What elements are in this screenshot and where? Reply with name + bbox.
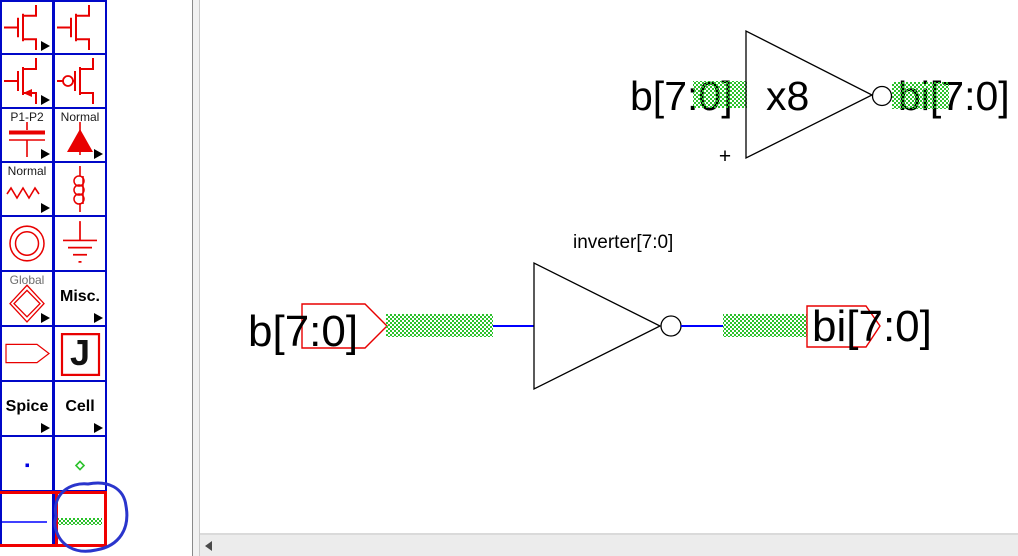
cell-instance-icon: [60, 333, 101, 377]
palette-item-resistor[interactable]: Normal: [2, 163, 52, 215]
diode-icon: [67, 122, 93, 155]
wire-arc-icon: [2, 521, 47, 523]
palette-item-nmos-transistor[interactable]: [2, 2, 52, 53]
palette-item-cell-j[interactable]: J: [55, 327, 105, 380]
nmos-transistor-icon: [4, 4, 37, 51]
inverter-triangle[interactable]: [533, 261, 662, 391]
window-splitter-line: [192, 0, 193, 556]
palette-item-pmos-transistor[interactable]: [55, 55, 105, 107]
input-export-label[interactable]: b[7:0]: [248, 307, 358, 356]
popup-arrow-icon: [94, 313, 103, 323]
pin-dot-icon: [25, 463, 29, 468]
global-icon: [9, 284, 45, 323]
palette-item-wire-arc[interactable]: [2, 492, 52, 544]
palette-item-capacitor[interactable]: P1-P2: [2, 109, 52, 161]
palette-item-green-pin[interactable]: [55, 437, 105, 490]
palette-item-cell[interactable]: Cell: [55, 382, 105, 435]
popup-arrow-icon: [41, 41, 50, 51]
bus-highlight-left[interactable]: [693, 81, 747, 108]
palette-item-label: Spice: [5, 397, 49, 415]
palette-item-ground[interactable]: [55, 217, 105, 270]
capacitor-icon: [9, 122, 45, 157]
output-bus-highlight[interactable]: [723, 314, 807, 337]
nmos-transistor-icon: [57, 4, 90, 51]
popup-arrow-icon: [41, 423, 50, 433]
popup-arrow-icon: [41, 95, 50, 105]
palette-item-misc[interactable]: Misc.: [55, 272, 105, 325]
resistor-icon: [6, 186, 40, 200]
schematic-canvas[interactable]: b[7:0] bi[7:0] x8 + inverter[7:0] b[7:0]…: [200, 0, 1018, 533]
palette-item-label: Cell: [65, 397, 95, 415]
bus-highlight-right[interactable]: [892, 82, 949, 109]
palette-item-label: Normal: [60, 110, 100, 124]
selected-bus-arc-box: [55, 491, 107, 547]
palette-item-label: J: [69, 331, 91, 373]
instance-title: inverter[7:0]: [573, 232, 673, 253]
popup-arrow-icon: [41, 313, 50, 323]
inverter-schematic[interactable]: inverter[7:0] b[7:0] bi[7:0]: [248, 232, 932, 391]
palette-item-label: Global: [9, 273, 45, 287]
inverter-icon-instance[interactable]: b[7:0] bi[7:0] x8 +: [630, 29, 1010, 168]
palette-item-transistor-arrow[interactable]: [2, 55, 52, 107]
scroll-left-arrow-icon[interactable]: [205, 541, 212, 551]
palette-item-label: Misc.: [59, 287, 100, 305]
palette-item-export[interactable]: [2, 327, 52, 380]
cell-anchor-mark: +: [719, 145, 731, 168]
palette-item-inductor[interactable]: [55, 163, 105, 215]
component-palette: P1-P2 Normal Normal: [0, 0, 107, 547]
transistor-arrow-icon: [4, 58, 37, 104]
green-pin-dot-icon: [74, 460, 86, 471]
output-export-tag[interactable]: [806, 305, 881, 348]
popup-arrow-icon: [41, 203, 50, 213]
icon-body-label: x8: [766, 73, 809, 119]
input-export-tag[interactable]: [301, 303, 388, 349]
pmos-transistor-icon: [57, 58, 94, 104]
output-export-label[interactable]: bi[7:0]: [812, 302, 932, 351]
horizontal-scrollbar[interactable]: [200, 533, 1018, 556]
palette-item-diode[interactable]: Normal: [55, 109, 105, 161]
input-bus-highlight[interactable]: [386, 314, 493, 337]
export-tag-icon: [5, 343, 50, 364]
inverter-bubble[interactable]: [871, 85, 893, 107]
palette-item-global[interactable]: Global: [2, 272, 52, 325]
popup-arrow-icon: [41, 149, 50, 159]
palette-item-pin[interactable]: [2, 437, 52, 490]
palette-item-label: P1-P2: [10, 110, 44, 124]
component-palette-window: P1-P2 Normal Normal: [0, 0, 192, 556]
inverter-triangle[interactable]: [745, 29, 874, 160]
inductor-icon: [73, 166, 85, 212]
power-icon: [9, 225, 45, 262]
palette-item-nmos-transistor-2[interactable]: [55, 2, 105, 53]
window-splitter[interactable]: [193, 0, 200, 556]
palette-item-power[interactable]: [2, 217, 52, 270]
palette-item-label: Normal: [7, 164, 47, 178]
palette-item-spice[interactable]: Spice: [2, 382, 52, 435]
popup-arrow-icon: [94, 423, 103, 433]
popup-arrow-icon: [94, 149, 103, 159]
inverter-bubble[interactable]: [660, 315, 682, 337]
ground-icon: [63, 221, 97, 263]
